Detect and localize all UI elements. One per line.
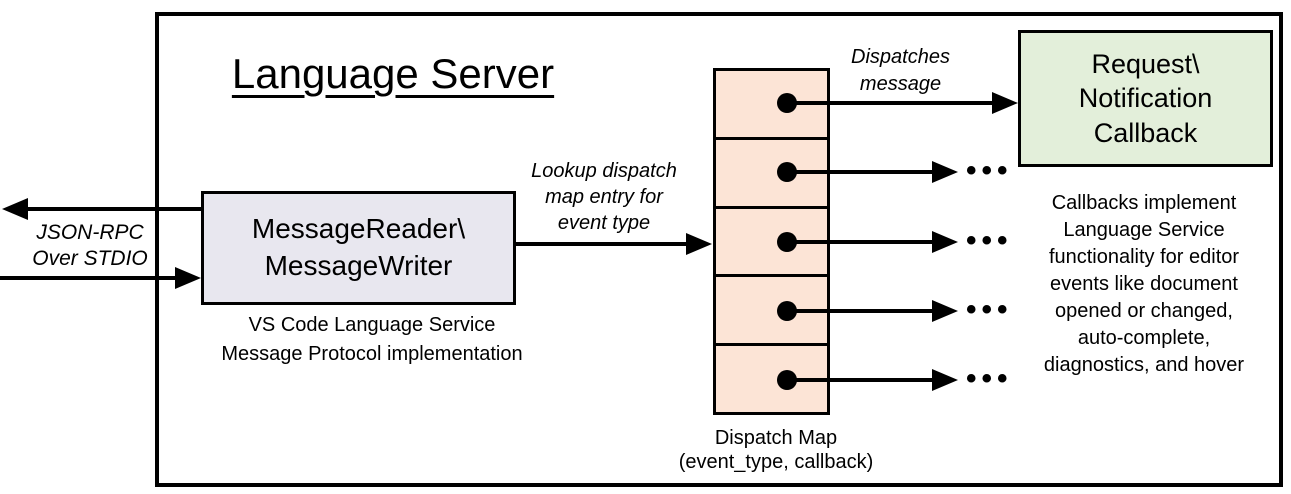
language-server-boundary bbox=[155, 12, 1283, 487]
arrowhead-right-icon bbox=[932, 369, 958, 391]
request-notification-callback-label: Request\ Notification Callback bbox=[1078, 49, 1213, 148]
ellipsis: ••• bbox=[966, 224, 1013, 257]
dispatch-map-caption: Dispatch Map (event_type, callback) bbox=[678, 427, 874, 473]
dispatch-map-cell bbox=[716, 140, 827, 209]
lookup-label: Lookup dispatch map entry for event type bbox=[531, 160, 677, 234]
arrowhead-right-icon bbox=[686, 233, 712, 255]
dispatch-arrow-line bbox=[787, 101, 992, 105]
request-notification-callback-box: Request\ Notification Callback bbox=[1018, 30, 1273, 167]
dispatch-map-cell bbox=[716, 277, 827, 347]
arrowhead-right-icon bbox=[992, 92, 1018, 114]
message-reader-writer-box: MessageReader\ MessageWriter bbox=[201, 191, 516, 305]
arrowhead-right-icon bbox=[932, 161, 958, 183]
dispatch-arrow-line bbox=[787, 240, 932, 244]
arrowhead-left-icon bbox=[2, 198, 28, 220]
dispatch-map-cell bbox=[716, 209, 827, 278]
dispatch-map-cell bbox=[716, 71, 827, 140]
reader-caption: VS Code Language Service Message Protoco… bbox=[221, 314, 523, 365]
diagram-title: Language Server bbox=[231, 50, 555, 97]
ellipsis: ••• bbox=[966, 293, 1013, 326]
arrowhead-right-icon bbox=[175, 267, 201, 289]
stdio-label: JSON-RPC Over STDIO bbox=[32, 221, 148, 270]
dispatch-arrow-line bbox=[787, 309, 932, 313]
message-reader-writer-label: MessageReader\ MessageWriter bbox=[251, 213, 466, 281]
ellipsis: ••• bbox=[966, 154, 1013, 187]
dispatch-arrow-line bbox=[787, 170, 932, 174]
ellipsis: ••• bbox=[966, 362, 1013, 395]
stdio-in-arrow-line bbox=[0, 276, 177, 280]
dispatch-arrow-line bbox=[787, 378, 932, 382]
dispatches-message-label: Dispatches message bbox=[851, 46, 950, 95]
arrowhead-right-icon bbox=[932, 300, 958, 322]
arrowhead-right-icon bbox=[932, 231, 958, 253]
stdio-out-arrow-line bbox=[24, 207, 202, 211]
callbacks-caption: Callbacks implement Language Service fun… bbox=[1043, 192, 1245, 376]
lookup-arrow-line bbox=[516, 242, 688, 246]
